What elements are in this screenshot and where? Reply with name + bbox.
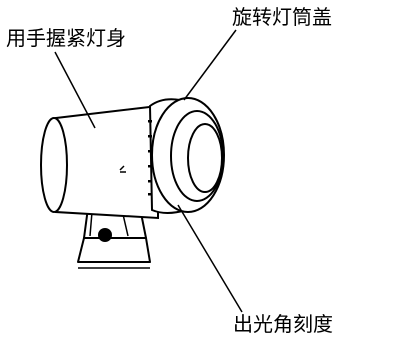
leader-rotate-cover	[183, 29, 237, 101]
label-rotate-cover: 旋转灯筒盖	[232, 5, 332, 29]
beam-angle-scale-marks	[148, 120, 152, 196]
leader-lines	[54, 29, 243, 313]
lamp-body	[40, 104, 159, 220]
label-beam-angle-scale: 出光角刻度	[233, 312, 333, 336]
label-hold-body: 用手握紧灯身	[6, 26, 126, 50]
leader-beam-angle	[177, 204, 243, 313]
leader-hold-body	[54, 51, 96, 129]
bracket-knob	[98, 228, 112, 242]
lamp-cover	[148, 97, 225, 214]
